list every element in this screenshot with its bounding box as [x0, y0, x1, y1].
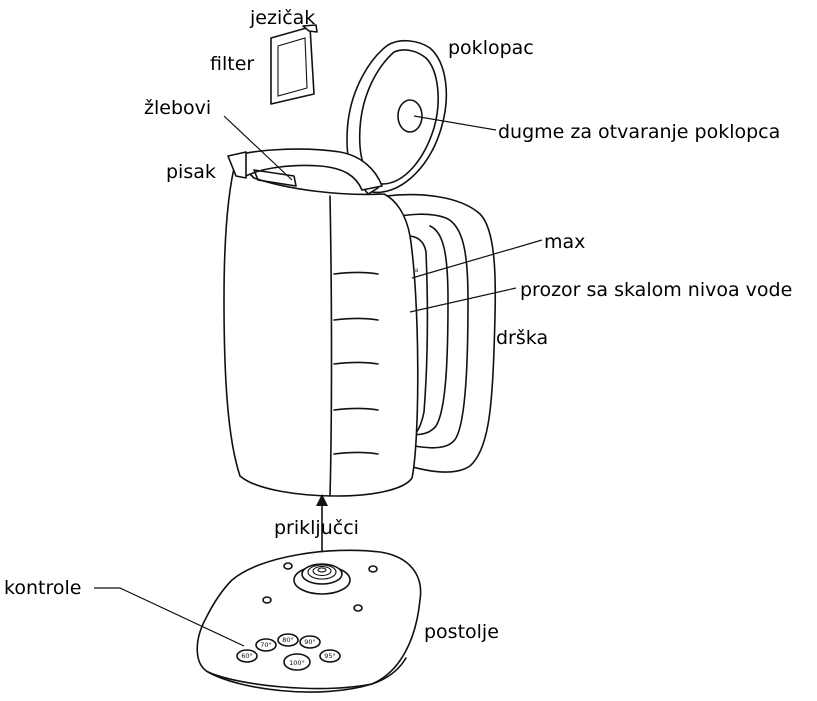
label-prikljucci: priključci	[274, 517, 359, 539]
filter-part	[271, 25, 317, 104]
label-prozor: prozor sa skalom nivoa vode	[520, 279, 792, 301]
base-part: 60° 70° 80° 90° 95° 100°	[197, 550, 420, 692]
svg-text:70°: 70°	[260, 641, 272, 649]
temperature-button-70[interactable]: 70°	[256, 639, 276, 651]
label-postolje: postolje	[424, 621, 499, 643]
temperature-button-60[interactable]: 60°	[237, 650, 257, 662]
temperature-button-95[interactable]: 95°	[320, 650, 340, 662]
label-zlebovi: žlebovi	[144, 97, 211, 119]
label-pisak: pisak	[166, 161, 216, 183]
svg-text:95°: 95°	[324, 652, 336, 660]
svg-text:80°: 80°	[282, 636, 294, 644]
temperature-button-90[interactable]: 90°	[300, 636, 320, 648]
temperature-button-100[interactable]: 100°	[284, 654, 310, 670]
kettle-body: – ma	[224, 149, 495, 496]
svg-text:100°: 100°	[289, 659, 305, 667]
svg-text:60°: 60°	[241, 652, 253, 660]
lid-release-button	[398, 100, 422, 132]
svg-text:90°: 90°	[304, 638, 316, 646]
label-filter: filter	[210, 53, 254, 75]
label-poklopac: poklopac	[448, 37, 534, 59]
temperature-button-80[interactable]: 80°	[278, 634, 298, 646]
label-dugme: dugme za otvaranje poklopca	[498, 121, 780, 143]
label-drska: drška	[496, 327, 548, 349]
label-jezicak: jezičak	[249, 7, 315, 29]
label-kontrole: kontrole	[4, 577, 81, 599]
label-max: max	[544, 231, 585, 253]
